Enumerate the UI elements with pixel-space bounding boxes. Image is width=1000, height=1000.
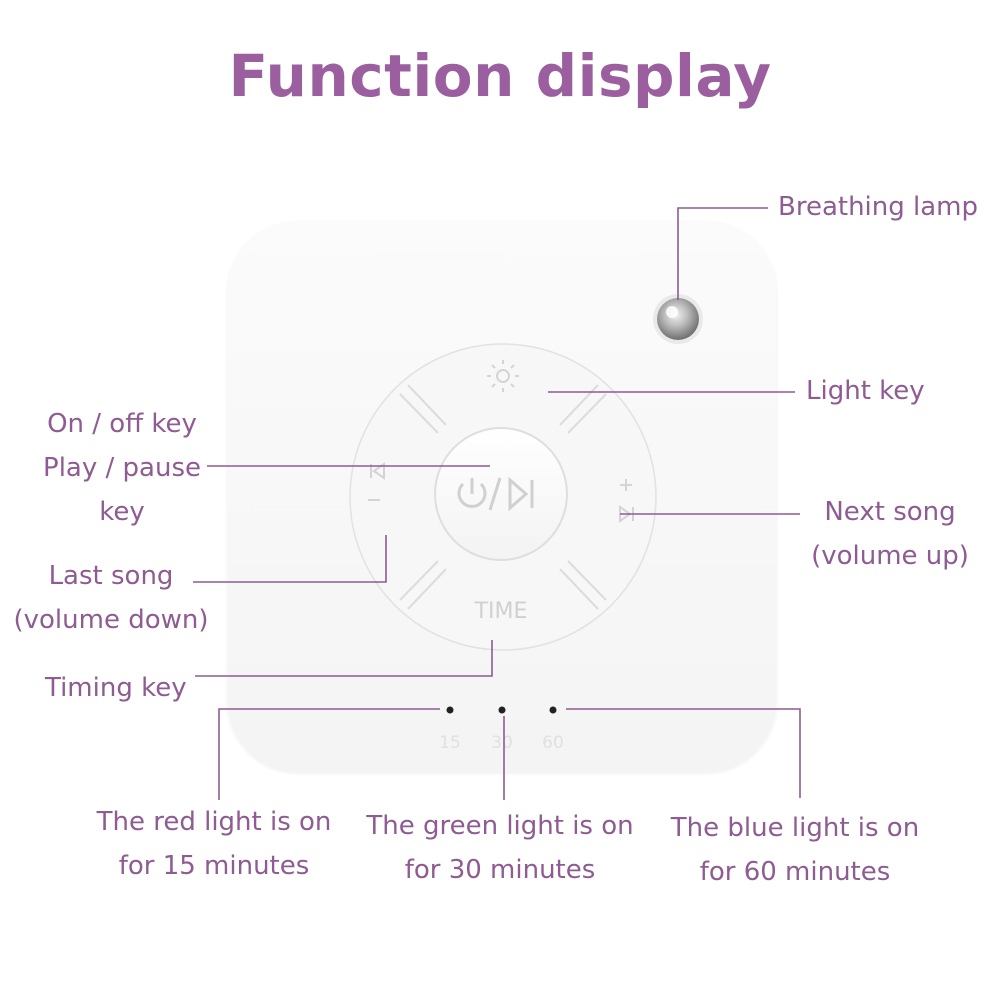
last-song-label-line1: Last song	[48, 561, 174, 591]
light-key-label: Light key	[806, 376, 925, 406]
timing-key-label: Timing key	[45, 673, 187, 703]
next-song-label-line2: (volume up)	[811, 541, 969, 571]
timer-mark-60: 60	[542, 733, 564, 753]
next-volume-up-icon	[619, 479, 634, 523]
onoff-play-pause-button[interactable]	[434, 427, 568, 561]
onoff-key-label-line2: Play / pause	[43, 453, 201, 483]
blue-indicator-dot	[549, 706, 557, 714]
next-song-label-line1: Next song	[824, 497, 956, 527]
blue-light-label-line2: for 60 minutes	[699, 857, 891, 887]
red-light-label-line1: The red light is on	[96, 807, 332, 837]
blue-light-label-line1: The blue light is on	[670, 813, 920, 843]
red-indicator-dot	[446, 706, 454, 714]
leader-breathing-lamp	[677, 207, 768, 300]
red-light-label-line2: for 15 minutes	[118, 851, 310, 881]
light-key[interactable]	[487, 360, 519, 392]
last-song-label-line2: (volume down)	[13, 605, 209, 635]
page-title: Function display	[228, 42, 772, 110]
leader-lines	[193, 207, 801, 800]
breathing-lamp	[653, 294, 703, 344]
leader-blue-light	[566, 708, 801, 798]
onoff-key-label-line3: key	[99, 497, 145, 527]
green-light-label-line1: The green light is on	[366, 811, 634, 841]
timer-mark-15: 15	[439, 733, 461, 753]
next-song-key[interactable]	[619, 479, 634, 523]
onoff-key-label-line1: On / off key	[47, 409, 197, 439]
power-play-pause-icon	[457, 476, 534, 512]
leader-red-light	[218, 708, 440, 800]
time-key-text: TIME	[474, 599, 528, 624]
sun-icon	[487, 360, 519, 392]
green-light-label-line2: for 30 minutes	[404, 855, 596, 885]
leader-timing-key	[195, 640, 493, 677]
timing-key[interactable]: TIME	[474, 599, 528, 624]
leader-last-song	[193, 535, 387, 583]
timer-mark-30: 30	[491, 733, 513, 753]
green-indicator-dot	[498, 706, 506, 714]
timer-indicators: 15 30 60	[439, 706, 564, 753]
breathing-lamp-label: Breathing lamp	[778, 192, 979, 222]
